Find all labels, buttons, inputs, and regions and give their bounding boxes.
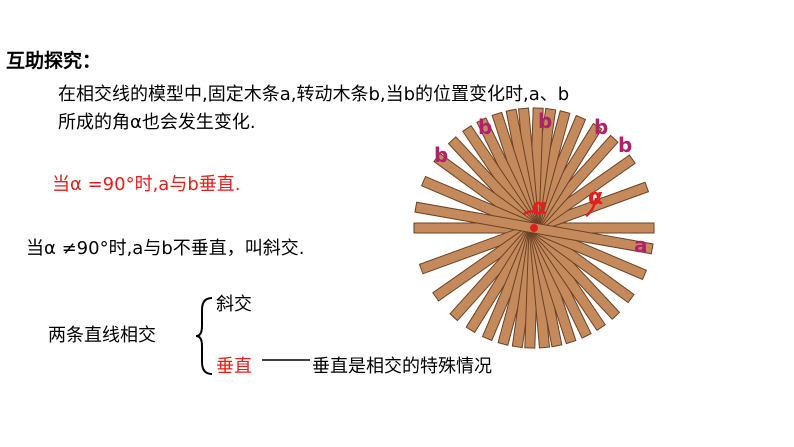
classification-note: 垂直是相交的特殊情况 (312, 356, 492, 377)
stick-label-a: a (634, 233, 648, 257)
classification-root: 两条直线相交 (48, 325, 156, 346)
angle-arc-right (585, 197, 598, 217)
angle-label-right: α (588, 185, 603, 210)
intersection-point (530, 224, 538, 232)
section-title: 互助探究： (6, 50, 102, 72)
connector-dash (262, 359, 310, 361)
stick-label-b-2: b (538, 109, 552, 133)
stick-label-b-3: b (594, 115, 608, 139)
curly-brace-icon (195, 297, 213, 375)
classification-option-oblique: 斜交 (216, 294, 252, 315)
perpendicular-statement: 当α =90°时,a与b垂直. (52, 174, 241, 195)
stick-label-b-5: b (434, 143, 448, 167)
oblique-statement: 当α ≠90°时,a与b不垂直，叫斜交. (26, 238, 305, 259)
intro-text-line-1: 在相交线的模型中,固定木条a,转动木条b,当b的位置变化时,a、b (58, 84, 570, 105)
classification-option-perpendicular: 垂直 (216, 356, 252, 377)
angle-arc-left (523, 210, 537, 216)
stick-label-b-4: b (618, 133, 632, 157)
intro-text-line-2: 所成的角α也会发生变化. (58, 112, 256, 133)
stick-label-b-1: b (478, 115, 492, 139)
angle-label-left: α (532, 195, 547, 220)
